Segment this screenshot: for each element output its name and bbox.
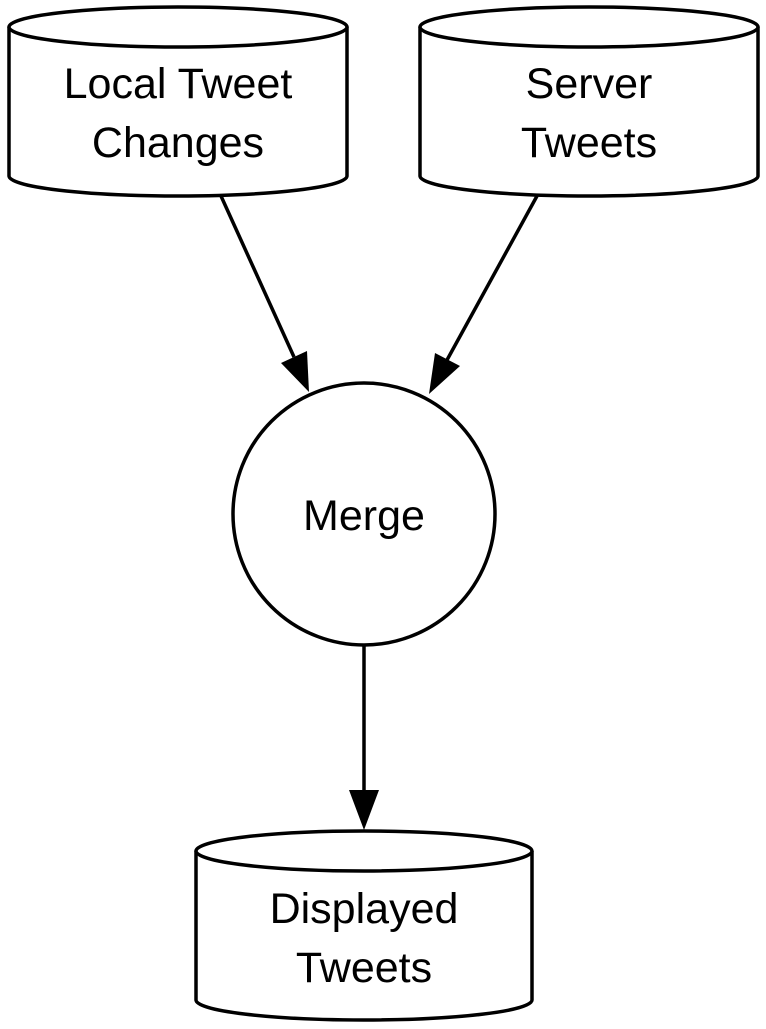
displayed-tweets-label-line1: Displayed [270, 885, 459, 933]
displayed-tweets-store: Displayed Tweets [194, 829, 534, 1022]
edge-local-to-merge-line [219, 195, 296, 358]
local-tweet-changes-cylinder-top [7, 5, 349, 49]
local-tweet-changes-store: Local Tweet Changes [7, 5, 349, 198]
local-tweet-changes-cylinder-body [7, 27, 349, 198]
edge-merge-to-displayed [349, 645, 379, 830]
edge-merge-to-displayed-arrowhead [349, 790, 379, 830]
edge-server-to-merge-line [445, 195, 539, 361]
server-tweets-label-line2: Tweets [521, 119, 657, 167]
merge-label: Merge [303, 492, 425, 540]
merge-process: Merge [231, 381, 497, 647]
server-tweets-store: Server Tweets [418, 5, 760, 198]
edge-local-to-merge-arrowhead [281, 351, 309, 392]
displayed-tweets-label-line2: Tweets [296, 944, 432, 992]
server-tweets-cylinder-body [418, 27, 760, 198]
edge-server-to-merge-arrowhead [429, 353, 460, 394]
local-tweet-changes-label-line2: Changes [92, 119, 264, 167]
displayed-tweets-cylinder-top [194, 829, 534, 873]
server-tweets-label-line1: Server [526, 60, 653, 108]
edge-local-to-merge [219, 195, 309, 392]
server-tweets-cylinder-top [418, 5, 760, 49]
displayed-tweets-cylinder-body [194, 851, 534, 1022]
local-tweet-changes-label-line1: Local Tweet [64, 60, 293, 108]
edge-server-to-merge [429, 195, 539, 394]
